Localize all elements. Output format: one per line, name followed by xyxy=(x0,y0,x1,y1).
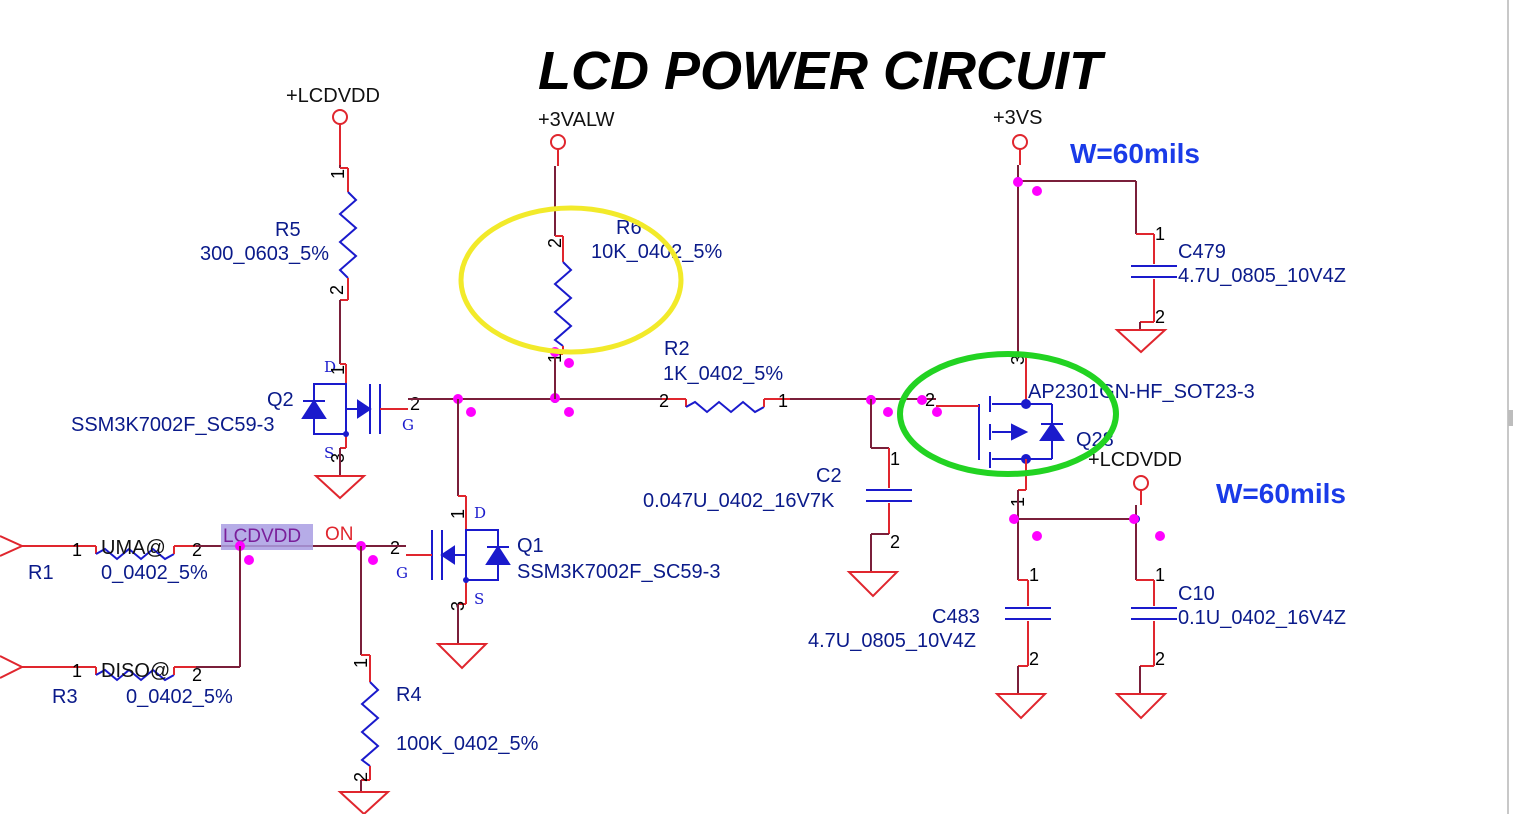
c479-pin2: 2 xyxy=(1155,307,1165,327)
q2-source-letter: S xyxy=(324,444,334,462)
power-port-3vs xyxy=(1012,134,1028,165)
q28-value: AP2301GN-HF_SOT23-3 xyxy=(1028,381,1255,403)
ground-symbol xyxy=(994,693,1048,720)
input-port-uma xyxy=(0,535,25,557)
r1-option: UMA@ xyxy=(101,537,166,559)
c479-ref: C479 xyxy=(1178,241,1226,263)
highlight-circle-q28 xyxy=(897,351,1119,477)
resistor-r3[interactable] xyxy=(72,666,196,682)
q2-value: SSM3K7002F_SC59-3 xyxy=(71,414,274,436)
r2-value: 1K_0402_5% xyxy=(663,363,783,385)
c2-ref: C2 xyxy=(816,465,842,487)
r1-pin1: 1 xyxy=(72,540,82,560)
ground-symbol xyxy=(846,571,900,598)
r2-pin2: 2 xyxy=(659,391,669,411)
c2-pin1: 1 xyxy=(890,449,900,469)
q28-ref: Q28 xyxy=(1076,429,1114,451)
r5-ref: R5 xyxy=(275,219,301,241)
q1-drain-letter: D xyxy=(474,504,486,522)
r1-value: 0_0402_5% xyxy=(101,562,208,584)
resistor-r4[interactable] xyxy=(360,654,380,781)
r3-pin2: 2 xyxy=(192,665,202,685)
width-note-bottom: W=60mils xyxy=(1216,478,1346,509)
c10-pin1: 1 xyxy=(1155,565,1165,585)
resistor-r6[interactable] xyxy=(553,235,573,355)
resistor-r2[interactable] xyxy=(662,398,790,414)
q1-pin1: 1 xyxy=(448,509,468,519)
ground-symbol xyxy=(313,475,367,500)
c483-pin2: 2 xyxy=(1029,649,1039,669)
c479-value: 4.7U_0805_10V4Z xyxy=(1178,265,1346,287)
r4-pin1: 1 xyxy=(351,658,371,668)
width-note-top: W=60mils xyxy=(1070,138,1200,169)
q1-source-letter: S xyxy=(474,590,484,608)
q2-drain-letter: D xyxy=(324,358,336,376)
c483-value: 4.7U_0805_10V4Z xyxy=(808,630,976,652)
capacitor-c483[interactable] xyxy=(1005,579,1051,667)
c10-ref: C10 xyxy=(1178,583,1215,605)
q28-pin3: 3 xyxy=(1008,355,1028,365)
c479-pin1: 1 xyxy=(1155,224,1165,244)
q28-pin2: 2 xyxy=(925,390,935,410)
ground-symbol xyxy=(435,643,489,670)
capacitor-c2[interactable] xyxy=(866,448,912,534)
r3-ref: R3 xyxy=(52,686,78,708)
c10-pin2: 2 xyxy=(1155,649,1165,669)
r4-value: 100K_0402_5% xyxy=(396,733,539,755)
r5-value: 300_0603_5% xyxy=(200,243,329,265)
q2-ref: Q2 xyxy=(267,389,294,411)
input-port-diso xyxy=(0,655,25,679)
power-port-lcdvdd-top xyxy=(332,109,348,165)
r5-pin1: 1 xyxy=(328,169,348,179)
c10-value: 0.1U_0402_16V4Z xyxy=(1178,607,1346,629)
resistor-r5[interactable] xyxy=(338,167,358,301)
c483-pin1: 1 xyxy=(1029,565,1039,585)
rail-label-3valw: +3VALW xyxy=(538,109,615,131)
power-port-3valw xyxy=(550,134,566,166)
q1-gate-letter: G xyxy=(396,564,408,582)
r4-ref: R4 xyxy=(396,684,422,706)
rail-label-lcdvdd-top: +LCDVDD xyxy=(286,85,380,107)
r5-pin2: 2 xyxy=(327,285,347,295)
c2-value: 0.047U_0402_16V7K xyxy=(643,490,835,512)
net-label-on[interactable]: ON xyxy=(325,524,354,545)
r6-value: 10K_0402_5% xyxy=(591,241,722,263)
q2-pin1: 1 xyxy=(328,365,348,375)
q1-value: SSM3K7002F_SC59-3 xyxy=(517,561,720,583)
r1-ref: R1 xyxy=(28,562,54,584)
resistor-r1[interactable] xyxy=(72,545,196,561)
r1-pin2: 2 xyxy=(192,540,202,560)
mosfet-q28[interactable] xyxy=(936,353,1065,491)
c483-ref: C483 xyxy=(932,606,980,628)
q1-pin2: 2 xyxy=(390,538,400,558)
q2-pin3: 3 xyxy=(328,453,348,463)
q2-pin2: 2 xyxy=(410,394,420,414)
c2-pin2: 2 xyxy=(890,532,900,552)
r3-pin1: 1 xyxy=(72,661,82,681)
rail-label-3vs: +3VS xyxy=(993,107,1042,129)
r3-option: DISO@ xyxy=(101,660,170,682)
page-title: LCD POWER CIRCUIT xyxy=(538,41,1106,101)
q1-ref: Q1 xyxy=(517,535,544,557)
ground-symbol xyxy=(1114,693,1168,720)
q2-gate-letter: G xyxy=(402,416,414,434)
r2-ref: R2 xyxy=(664,338,690,360)
net-label-lcdvdd[interactable]: LCDVDD xyxy=(223,526,301,547)
mosfet-q1[interactable] xyxy=(406,495,511,605)
scroll-marker[interactable] xyxy=(1508,410,1513,426)
r3-value: 0_0402_5% xyxy=(126,686,233,708)
r6-pin2: 2 xyxy=(545,238,565,248)
ground-symbol xyxy=(1114,329,1168,354)
capacitor-c479[interactable] xyxy=(1131,233,1177,323)
ground-symbol xyxy=(337,791,391,814)
r4-pin2: 2 xyxy=(351,772,371,782)
power-port-lcdvdd-right xyxy=(1133,475,1149,505)
r2-pin1: 1 xyxy=(778,391,788,411)
highlight-circle-r6 xyxy=(458,205,684,355)
rail-label-lcdvdd-right: +LCDVDD xyxy=(1088,449,1182,471)
capacitor-c10[interactable] xyxy=(1131,579,1177,667)
mosfet-q2[interactable] xyxy=(301,363,408,449)
